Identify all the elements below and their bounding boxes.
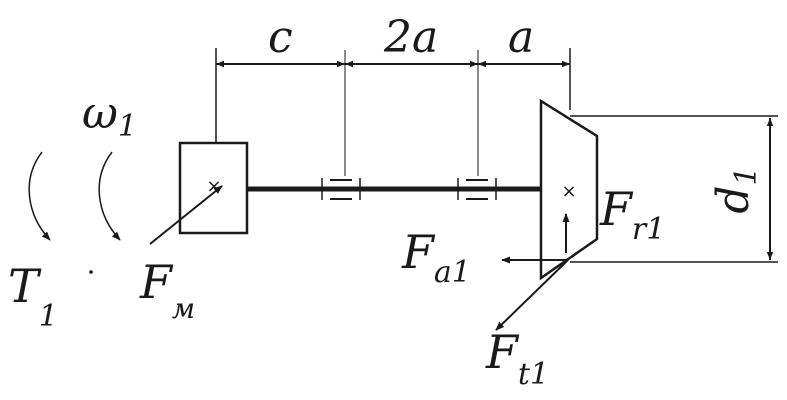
coupling-center-cross: × bbox=[206, 176, 221, 197]
tangential-force-label: Ft1 bbox=[485, 325, 549, 392]
omega-arrow bbox=[98, 151, 121, 241]
torque-arrow bbox=[28, 151, 51, 241]
bevel-gear bbox=[539, 98, 599, 281]
tangential-force-arrow bbox=[495, 259, 569, 331]
dimension-label-c: c bbox=[268, 12, 293, 63]
torque-label: T1 bbox=[8, 259, 58, 334]
axial-force-label: Fa1 bbox=[401, 225, 471, 290]
radial-force-label: Fr1 bbox=[599, 182, 665, 247]
diameter-label-d: d1 bbox=[708, 166, 764, 213]
coupling-force-label: Fм bbox=[139, 255, 195, 325]
dimension-label-2a: 2a bbox=[383, 12, 438, 63]
omega-label: ω1 bbox=[82, 88, 137, 144]
diameter-dimension bbox=[570, 115, 778, 263]
bearing-left bbox=[321, 178, 361, 200]
coupling-box bbox=[178, 141, 249, 235]
dimension-label-a: a bbox=[508, 12, 534, 63]
coupling-force-arrow bbox=[149, 185, 223, 245]
bearing-right bbox=[457, 178, 497, 200]
rotation-arrows bbox=[28, 151, 121, 241]
stray-dot bbox=[89, 270, 93, 274]
diameter-label: d1 bbox=[708, 166, 764, 213]
dimension-chain: c 2a a bbox=[215, 12, 571, 176]
gear-center-cross: × bbox=[561, 181, 576, 202]
